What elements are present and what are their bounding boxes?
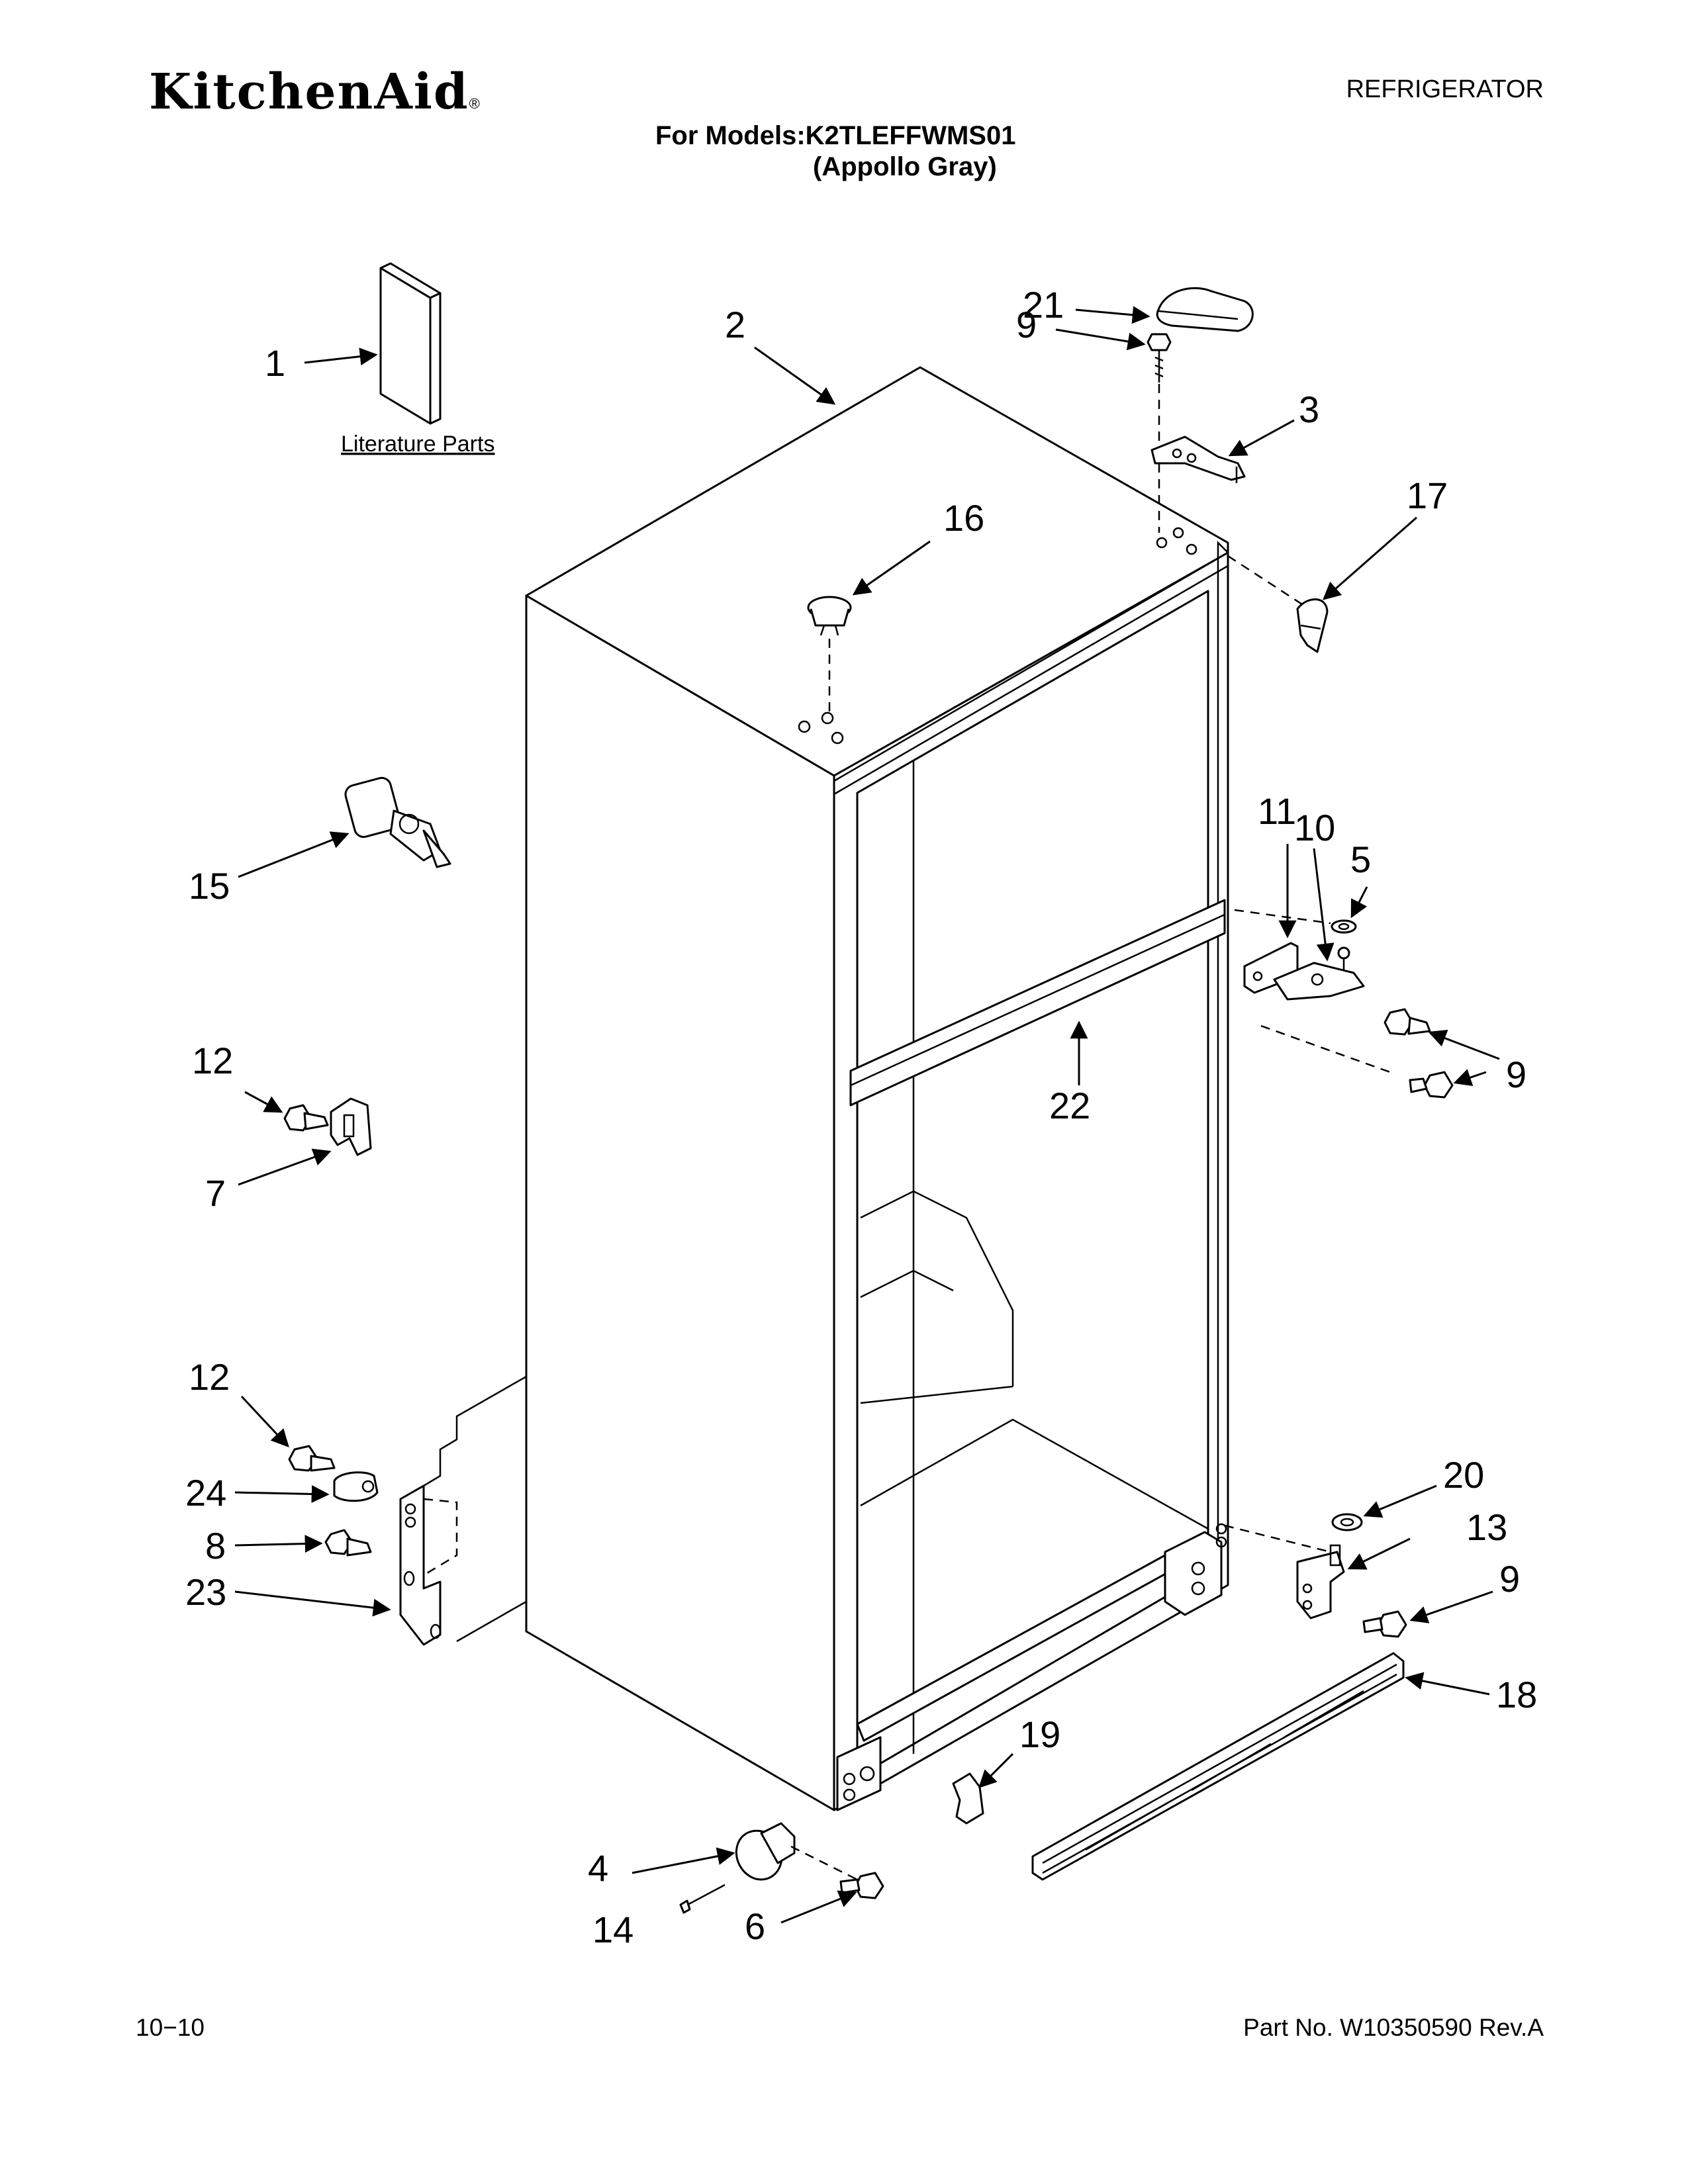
model-heading: For Models:K2TLEFFWMS01 (Appollo Gray) [655, 120, 1015, 183]
callout-20: 20 [1443, 1454, 1484, 1496]
brand-logo: KitchenAid® [149, 68, 481, 116]
callout-9-bottom: 9 [1499, 1558, 1520, 1600]
callout-24: 24 [185, 1472, 226, 1514]
literature-parts-label: Literature Parts [341, 432, 494, 457]
callout-8: 8 [205, 1525, 226, 1567]
models-line: For Models:K2TLEFFWMS01 [655, 121, 1016, 150]
callout-15: 15 [189, 865, 230, 907]
callout-9-top: 9 [1016, 304, 1037, 345]
callout-3: 3 [1299, 388, 1319, 430]
roller-assembly [679, 1822, 884, 1914]
registered-mark: ® [469, 95, 481, 112]
hinge-cover-top [1156, 287, 1254, 332]
callout-11: 11 [1258, 790, 1296, 832]
cabinet [423, 366, 1229, 1811]
document-type: REFRIGERATOR [1346, 75, 1544, 103]
part-number: Part No. W10350590 Rev.A [1243, 2014, 1544, 2041]
date-code: 10−10 [136, 2014, 205, 2041]
top-hinge-clip [1296, 598, 1329, 653]
callout-leaders [234, 306, 1500, 1924]
top-hinge [1150, 435, 1246, 483]
literature-parts-booklet [379, 262, 442, 425]
leader-dash-roller [790, 1845, 858, 1881]
callout-16: 16 [943, 497, 984, 539]
callout-18: 18 [1496, 1674, 1537, 1715]
callout-1: 1 [265, 342, 285, 384]
base-grille [1031, 1652, 1405, 1881]
callout-12-upper: 12 [192, 1040, 233, 1081]
screw-top [1147, 333, 1172, 383]
callout-12-lower: 12 [189, 1356, 230, 1398]
leader-dash-clip [1227, 555, 1305, 607]
brand-name: KitchenAid [149, 64, 469, 120]
callout-19: 19 [1019, 1713, 1060, 1755]
door-stop [344, 776, 451, 868]
lower-left-bracket-assembly [288, 1445, 458, 1646]
callout-numbers: 1 2 3 4 5 6 7 8 9 9 9 10 11 12 12 13 14 … [185, 284, 1537, 1950]
callout-13: 13 [1466, 1506, 1507, 1548]
bottom-hinge-assembly [1296, 1513, 1407, 1638]
callout-9-mid: 9 [1506, 1054, 1526, 1095]
callout-7: 7 [205, 1172, 226, 1214]
callout-17: 17 [1407, 475, 1448, 516]
leader-dash-mid-screw [1260, 1024, 1391, 1073]
door-hinge-upper-left [283, 1097, 372, 1156]
callout-22: 22 [1049, 1085, 1090, 1126]
callout-14: 14 [592, 1909, 633, 1950]
color-line: (Appollo Gray) [813, 152, 997, 182]
callout-21: 21 [1023, 284, 1064, 326]
leader-dash-bottom-hinge [1224, 1524, 1331, 1553]
callout-6: 6 [745, 1905, 765, 1947]
middle-hinge-assembly [1243, 919, 1454, 1099]
grille-clip [952, 1772, 984, 1825]
top-plug [807, 596, 852, 636]
callout-23: 23 [185, 1571, 226, 1613]
callout-10: 10 [1294, 807, 1335, 848]
leader-dash-mid-hinge [1234, 909, 1331, 925]
callout-5: 5 [1350, 839, 1371, 880]
callout-4: 4 [588, 1847, 608, 1889]
callout-2: 2 [725, 304, 745, 345]
